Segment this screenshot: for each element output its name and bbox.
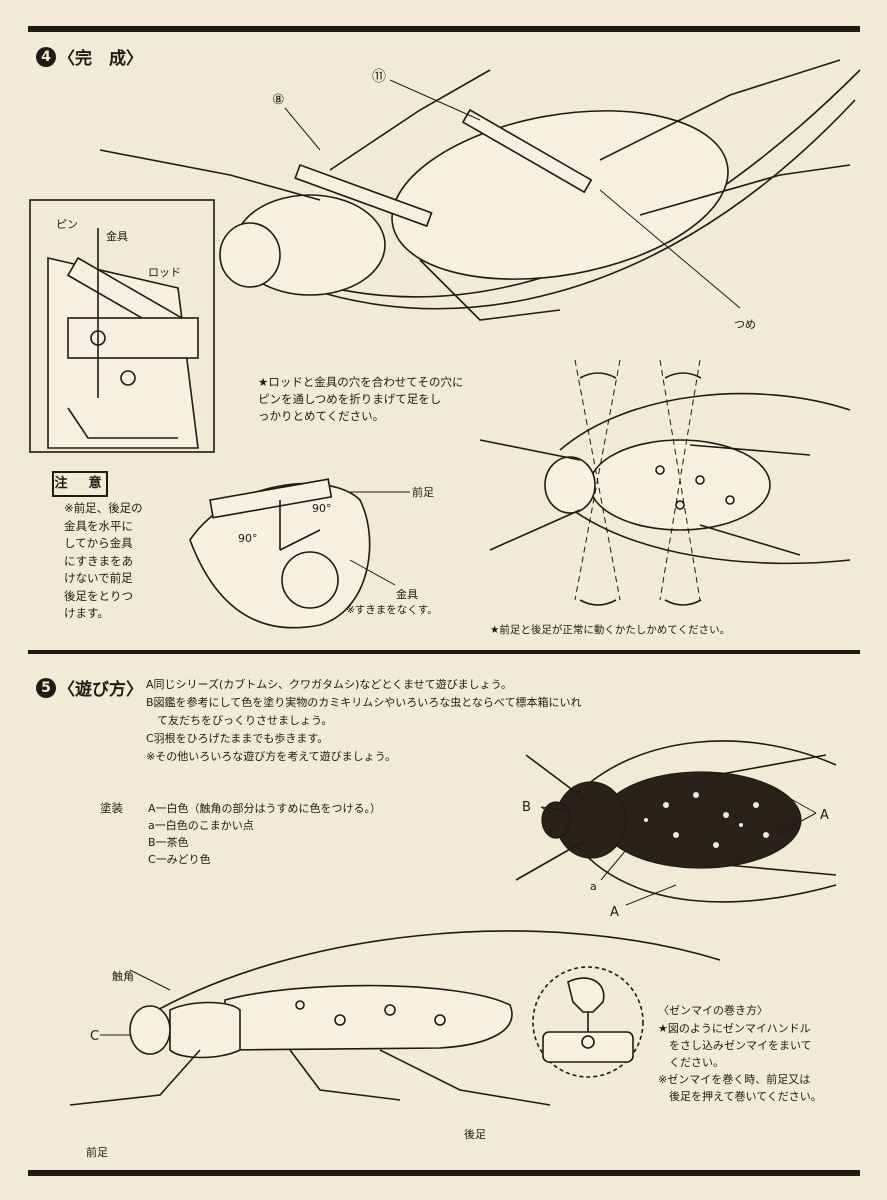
winding-key-illustration [532,966,644,1078]
side-label-C: C [90,1029,100,1044]
section5-title: 〈遊び方〉 [58,680,143,700]
angle-label-1: 90° [312,502,332,515]
section5-heading: 5 〈遊び方〉 [36,675,143,700]
side-label-rear-leg: 後足 [464,1128,486,1141]
side-label-antenna: 触角 [112,970,134,983]
label-maeashi: 前足 [412,486,434,499]
label-kanagu-2: 金具 [396,588,418,601]
paint-list: A一白色（触角の部分はうすめに色をつける。） a一白色のこまかい点 B一茶色 C… [148,800,381,868]
paint-item: a一白色のこまかい点 [148,819,254,832]
note-no-gap: ※すきまをなくす。 [346,604,438,616]
section4-title: 〈完 成〉 [58,49,143,69]
side-view-beetle-illustration [69,930,721,1106]
label-kanagu: 金具 [106,230,128,243]
section5-number: 5 [36,677,56,698]
paint-item: B一茶色 [148,836,189,849]
label-pin: ピン [56,218,78,231]
callout-11: ⑪ [372,69,386,85]
painted-beetle-illustration [515,740,837,906]
callout-8: ⑧ [272,92,285,108]
paint-label: 塗装 [100,801,123,815]
beetle-label-A-right: A [820,808,829,823]
winding-title: 〈ゼンマイの巻き方〉 [658,1004,768,1017]
top-view-beetle-illustration [479,359,851,606]
section4-instruction: ★ロッドと金具の穴を合わせてその穴に ピンを通しつめを折りまげて足をし っかりと… [258,375,464,423]
pin-detail-illustration [29,199,215,453]
paint-item: C一みどり色 [148,853,211,866]
label-rod: ロッド [148,266,181,279]
winding-instructions: ★図のようにゼンマイハンドル をさし込みゼンマイをまいて ください。 ※ゼンマイ… [658,1022,822,1103]
caution-heading: 注 意 [52,471,108,497]
angle-label-2: 90° [238,532,258,545]
side-label-front-leg: 前足 [86,1146,108,1159]
leg-attach-illustration [189,478,410,629]
section4-heading: 4 〈完 成〉 [36,44,143,69]
play-instructions: A同じシリーズ(カブトムシ、クワガタムシ)などとくませて遊びましょう。 B図鑑を… [146,678,582,763]
assembled-beetle-illustration [99,59,861,321]
section4-number: 4 [36,46,56,67]
caution-text: ※前足、後足の 金具を水平に してから金具 にすきまをあ けないで前足 後足をと… [64,501,143,620]
bottom-rule [28,1170,860,1176]
paint-item: A一白色（触角の部分はうすめに色をつける。） [148,802,382,815]
beetle-label-B: B [522,800,531,815]
check-movement-note: ★前足と後足が正常に動くかたしかめてください。 [490,624,731,636]
beetle-label-A-bottom: A [610,905,619,920]
label-tsume: つめ [734,318,756,331]
top-rule [28,26,860,32]
beetle-label-a: a [590,880,597,893]
middle-rule [28,650,860,654]
